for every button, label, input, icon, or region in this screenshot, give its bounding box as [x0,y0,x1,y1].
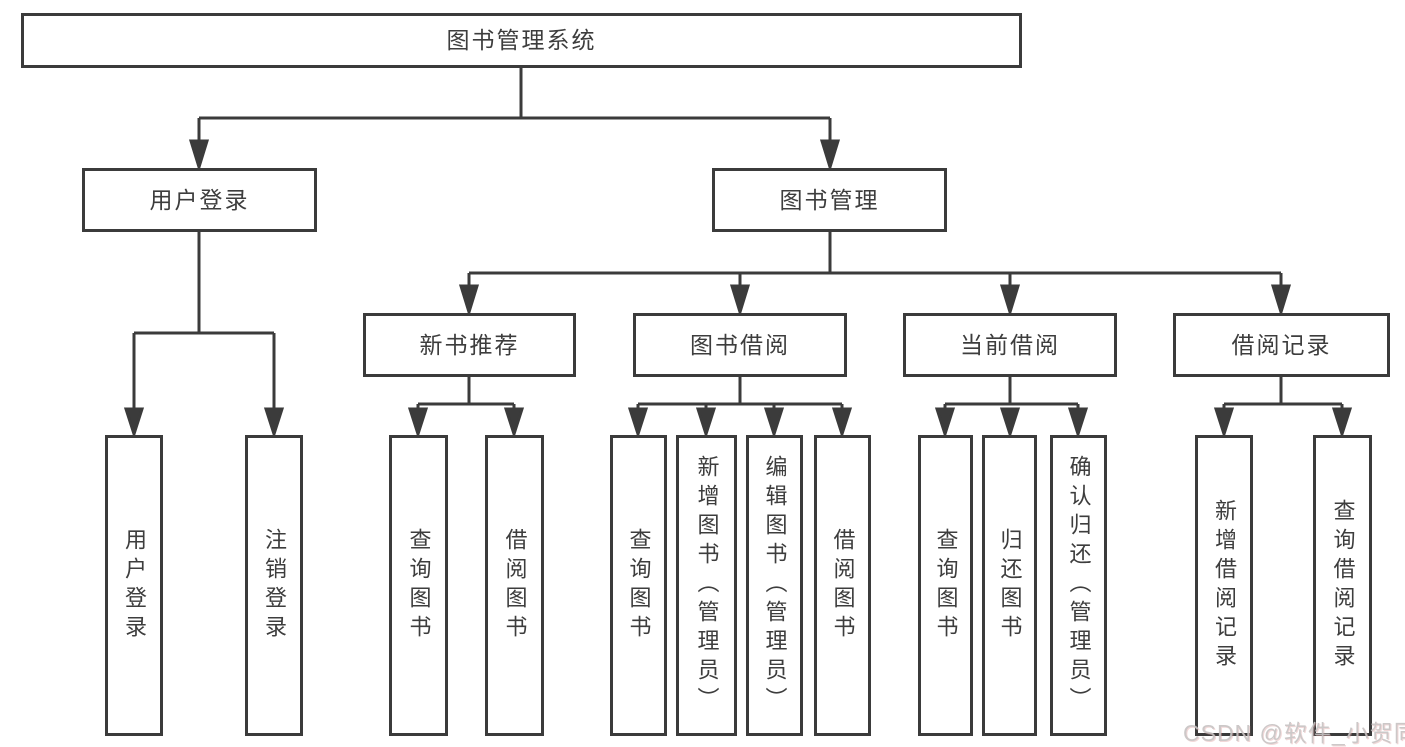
arrowhead-borrow-query-book [627,407,649,439]
connector-borrow-records-children [1222,377,1344,410]
node-leaf-query-borrow-record: 查询借阅记录 [1313,435,1372,736]
node-leaf-confirm-return-admin: 确认归还（管理员） [1050,435,1107,736]
arrowhead-rec-query-book [407,407,429,439]
node-leaf-borrow-query-book: 查询图书 [610,435,667,736]
arrowhead-current-borrow [999,284,1021,318]
arrowhead-user-login [188,139,210,173]
node-leaf-borrow-book: 借阅图书 [814,435,871,736]
node-leaf-add-borrow-record: 新增借阅记录 [1195,435,1253,736]
arrowhead-borrow-book [831,407,853,439]
arrowhead-leaf-user-login [123,407,145,439]
connector-root-to-level2 [197,68,832,142]
node-borrowing-records: 借阅记录 [1173,313,1390,377]
arrowhead-add-borrow-record [1213,407,1235,439]
node-user-login: 用户登录 [82,168,317,232]
node-book-borrowing: 图书借阅 [633,313,847,377]
arrowhead-rec-borrow-book [503,407,525,439]
connector-book-borrow-children [636,377,844,410]
csdn-watermark: CSDN @软件_小贺同学 [1183,720,1405,746]
connector-current-borrow-children [943,377,1080,410]
node-leaf-rec-borrow-book: 借阅图书 [485,435,544,736]
arrowhead-new-book-rec [458,284,480,318]
connector-new-book-rec-children [416,377,516,410]
arrowhead-leaf-logout [263,407,285,439]
arrowhead-borrow-records [1270,284,1292,318]
arrowhead-current-query-book [934,407,956,439]
node-current-borrowing: 当前借阅 [903,313,1117,377]
arrowhead-add-book [695,407,717,439]
node-root-system: 图书管理系统 [21,13,1022,68]
node-leaf-current-query-book: 查询图书 [918,435,973,736]
arrowhead-query-borrow-record [1331,407,1353,439]
arrowhead-book-management [819,139,841,173]
connector-user-login-children [132,232,276,410]
arrowhead-edit-book [763,407,785,439]
node-new-book-recommendation: 新书推荐 [363,313,576,377]
arrowhead-book-borrow [729,284,751,318]
node-book-management: 图书管理 [712,168,947,232]
arrowhead-return-book [999,407,1021,439]
connector-book-management-children [467,232,1283,287]
node-leaf-rec-query-book: 查询图书 [389,435,448,736]
node-leaf-return-book: 归还图书 [982,435,1037,736]
node-leaf-logout: 注销登录 [245,435,303,736]
node-leaf-edit-book-admin: 编辑图书（管理员） [746,435,803,736]
arrowhead-confirm-return [1067,407,1089,439]
node-leaf-add-book-admin: 新增图书（管理员） [676,435,737,736]
node-leaf-user-login: 用户登录 [105,435,163,736]
